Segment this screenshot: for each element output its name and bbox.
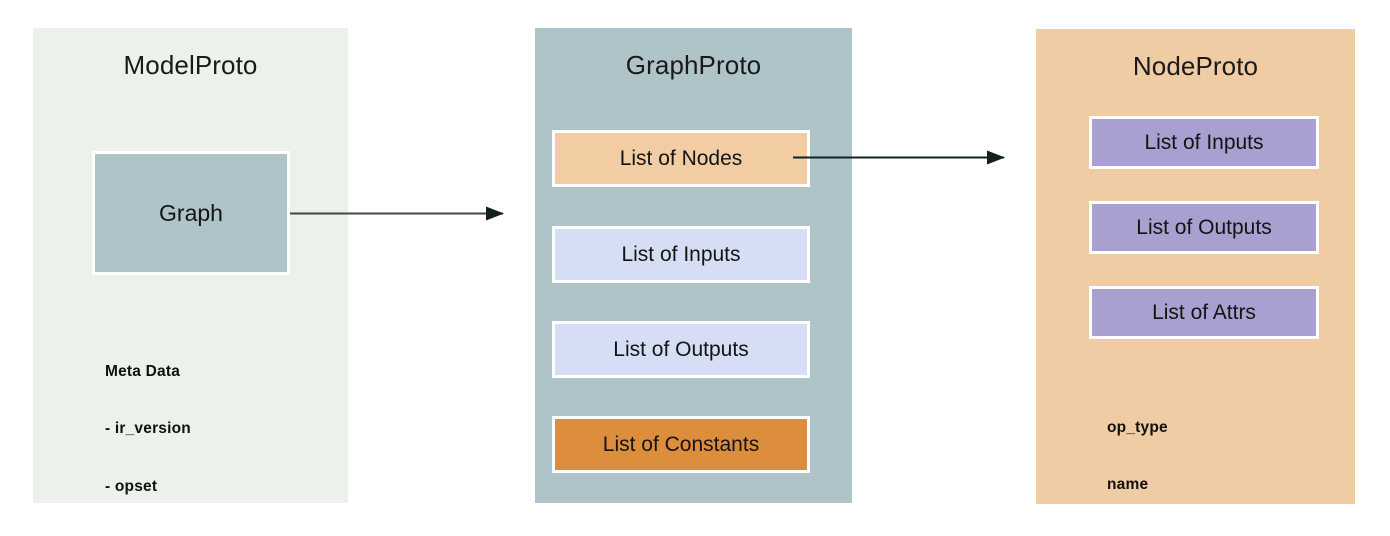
node-meta-op-type: op_type (1107, 419, 1168, 436)
graph-list-of-nodes-box[interactable]: List of Nodes (552, 130, 810, 187)
model-proto-panel: ModelProto Graph Meta Data - ir_version … (33, 28, 348, 503)
graph-list-of-outputs-box[interactable]: List of Outputs (552, 321, 810, 378)
node-meta-name: name (1107, 476, 1149, 493)
node-proto-title: NodeProto (1132, 51, 1259, 81)
graph-list-of-constants-box[interactable]: List of Constants (552, 416, 810, 473)
meta-item-ir-version: - ir_version (105, 420, 191, 437)
model-proto-title: ModelProto (123, 50, 258, 80)
graph-proto-panel: GraphProto List of Nodes List of Inputs … (535, 28, 852, 503)
meta-data-heading: Meta Data (105, 363, 181, 380)
meta-item-opset: - opset (105, 478, 158, 495)
graph-list-of-inputs-box[interactable]: List of Inputs (552, 226, 810, 283)
node-proto-panel: NodeProto List of Inputs List of Outputs… (1036, 29, 1355, 504)
node-list-of-inputs-box[interactable]: List of Inputs (1089, 116, 1319, 169)
graph-box[interactable]: Graph (92, 151, 290, 275)
node-list-of-attrs-box[interactable]: List of Attrs (1089, 286, 1319, 339)
node-list-of-outputs-box[interactable]: List of Outputs (1089, 201, 1319, 254)
graph-proto-title: GraphProto (625, 50, 762, 80)
